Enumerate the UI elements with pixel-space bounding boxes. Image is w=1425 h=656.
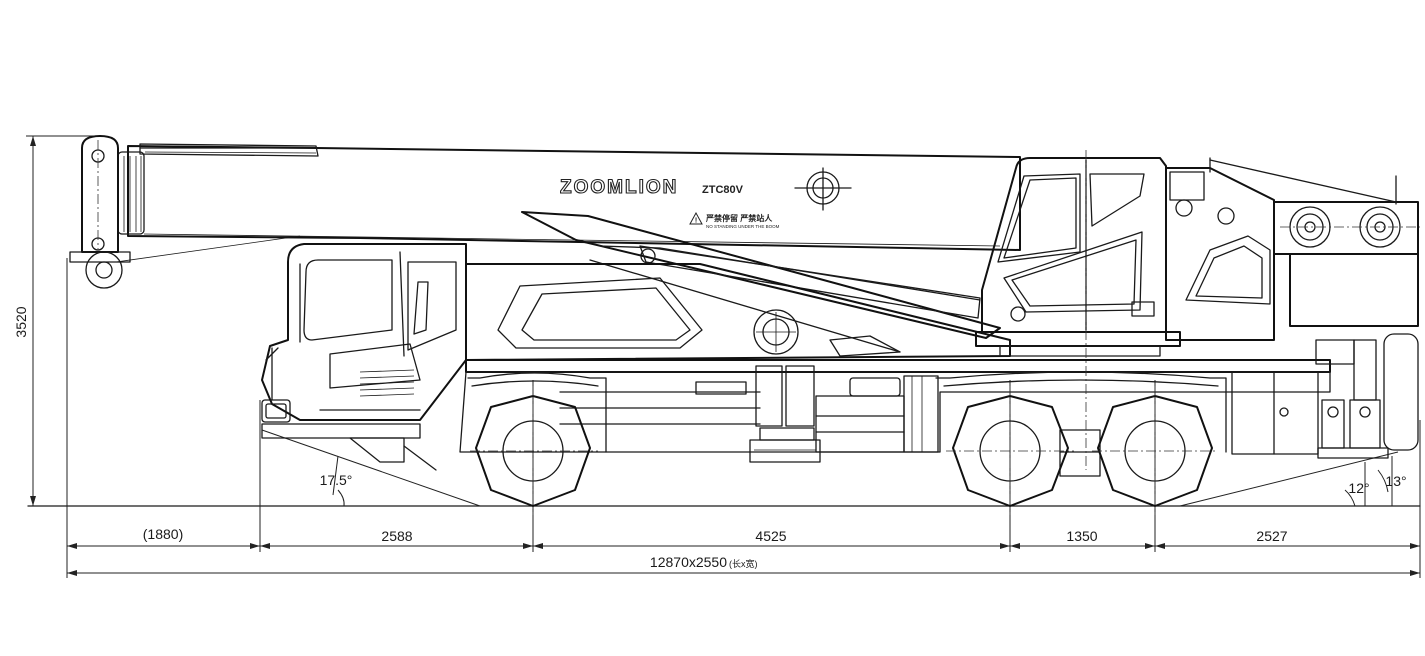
engine-house bbox=[1165, 167, 1275, 341]
boom-top-rail-2 bbox=[144, 151, 317, 154]
driver-cab bbox=[261, 243, 467, 471]
overall-suffix-label: (长x宽) bbox=[729, 558, 758, 569]
hoist-winch bbox=[1169, 171, 1205, 201]
boom-main-body bbox=[127, 145, 1021, 251]
driver-cab-body bbox=[261, 243, 467, 421]
dimension-lines: 3520 (1880) 2588 4525 1350 2527 12870x25… bbox=[13, 135, 1421, 578]
warning-sub-label: NO STANDING UNDER THE BOOM bbox=[706, 224, 780, 229]
departure-arc-1 bbox=[1344, 489, 1356, 507]
front-step bbox=[349, 437, 405, 463]
front-bumper bbox=[261, 423, 421, 439]
hook-crossbar bbox=[69, 251, 131, 263]
cab-side-window bbox=[407, 261, 457, 351]
cab-step-panel bbox=[329, 343, 421, 389]
cylinder-barrel bbox=[639, 245, 981, 319]
departure-angle-1-label: 12° bbox=[1348, 480, 1369, 496]
wheel-front bbox=[470, 386, 598, 515]
hook-rope-line bbox=[115, 235, 301, 263]
fender-rear bbox=[935, 371, 1227, 453]
frame-rail-top bbox=[465, 359, 1331, 373]
departure-arc-2 bbox=[1377, 469, 1389, 493]
wheel-rear bbox=[1092, 386, 1218, 515]
approach-angle-arc bbox=[337, 489, 345, 507]
overall-label: 12870x2550 bbox=[650, 554, 727, 570]
fender-front bbox=[467, 372, 607, 453]
height-arrow-top bbox=[30, 136, 36, 146]
operator-cab-window-top bbox=[1089, 173, 1145, 227]
warning-triangle-icon bbox=[689, 211, 703, 225]
tool-box-front bbox=[695, 381, 747, 395]
departure-angle-2-label: 13° bbox=[1385, 473, 1406, 489]
height-arrow-bottom bbox=[30, 496, 36, 506]
counterweight-block bbox=[1289, 253, 1419, 327]
fuel-tank bbox=[815, 395, 905, 453]
approach-angle-label: 17.5° bbox=[320, 472, 353, 488]
model-text: ZTC80V bbox=[702, 184, 744, 196]
hook-block-body bbox=[81, 135, 119, 253]
cylinder-rod-line bbox=[599, 245, 981, 301]
boom-head-block bbox=[117, 151, 145, 235]
boom-cable-tray bbox=[139, 143, 319, 157]
cab-mirror bbox=[413, 281, 429, 335]
svg-text:!: ! bbox=[695, 218, 697, 225]
brand-logo-text: ZOOMLION bbox=[560, 177, 678, 198]
hook-sheave bbox=[85, 251, 123, 289]
outrigger-front-pad bbox=[749, 439, 821, 463]
wheels bbox=[470, 386, 1218, 515]
operator-cab-window-side bbox=[1003, 231, 1143, 313]
front-overhang-label: (1880) bbox=[143, 526, 183, 542]
counterweight-top bbox=[1273, 201, 1419, 255]
operator-cab bbox=[981, 157, 1167, 333]
warning-label: 严禁停留 严禁站人 bbox=[705, 213, 773, 223]
carrier-chassis bbox=[459, 263, 1419, 477]
hoist-rope bbox=[1209, 159, 1397, 203]
segment-3-label: 1350 bbox=[1066, 528, 1097, 544]
rear-bumper bbox=[1383, 333, 1419, 451]
approach-leader bbox=[332, 455, 339, 496]
cylinder-base-pivot bbox=[753, 309, 799, 355]
cab-grill bbox=[359, 369, 415, 397]
segment-2-label: 4525 bbox=[755, 528, 786, 544]
cab-windshield bbox=[303, 259, 393, 341]
boom: ZOOMLION ZTC80V ! 严禁停留 严禁站人 NO STANDING … bbox=[69, 135, 1021, 357]
rear-compartment bbox=[1231, 371, 1319, 455]
wheel-middle bbox=[946, 386, 1074, 515]
approach-angle-line bbox=[261, 429, 481, 507]
axle-differential bbox=[1059, 429, 1101, 477]
carrier-upper-body bbox=[465, 263, 1011, 361]
height-label: 3520 bbox=[13, 306, 29, 337]
outrigger-rear-pad bbox=[1317, 447, 1389, 459]
superstructure bbox=[975, 150, 1420, 470]
segment-4-label: 2527 bbox=[1256, 528, 1287, 544]
segment-1-label: 2588 bbox=[381, 528, 412, 544]
headlight bbox=[261, 399, 291, 423]
outrigger-front-box bbox=[755, 365, 783, 427]
departure-angle-line bbox=[1179, 451, 1399, 507]
frame-side bbox=[459, 371, 1331, 453]
segment-ticks bbox=[67, 543, 1420, 549]
carrier-side-panel bbox=[497, 277, 703, 349]
hydraulic-tank bbox=[903, 375, 939, 453]
